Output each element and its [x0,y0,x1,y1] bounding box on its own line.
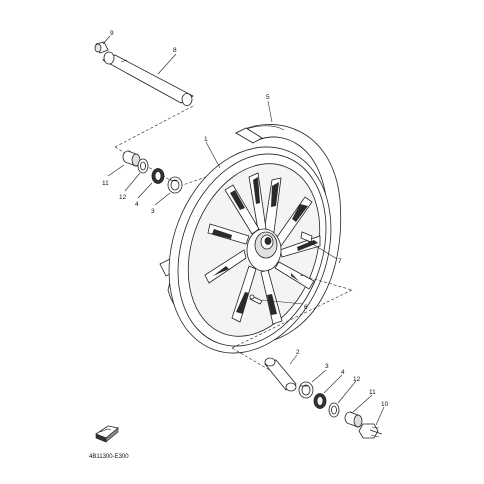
part-axle-bolt[interactable] [358,423,383,439]
callout-11-lower: 11 [369,389,376,396]
part-spacer-lower[interactable] [264,357,297,392]
part-bearing-right[interactable] [298,381,314,399]
figure-code: 4B11300-E300 [89,454,129,460]
part-seal-right[interactable] [313,393,327,409]
part-spacer-left[interactable] [137,158,149,174]
callout-4-lower: 4 [341,369,345,376]
part-ring-right[interactable] [328,402,340,418]
callout-11-upper: 11 [102,180,109,187]
part-cap[interactable] [94,41,109,54]
part-hub-detail[interactable] [300,231,313,243]
callout-3-upper: 3 [151,208,155,215]
callout-7: 7 [338,258,342,265]
callouts: 9 8 5 1 11 12 4 3 7 6 2 3 4 12 11 10 [102,30,389,408]
callout-12-lower: 12 [353,376,361,383]
callout-5: 5 [266,94,270,101]
callout-8: 8 [173,47,177,54]
front-arrow-icon [95,425,119,443]
part-seal-left[interactable] [151,168,165,184]
part-tire-valve[interactable] [249,294,263,305]
callout-10: 10 [381,401,389,408]
part-cast-wheel[interactable] [141,124,358,376]
part-bearing-left[interactable] [167,176,183,194]
leader-lines [102,35,385,426]
callout-3-lower: 3 [325,363,329,370]
part-collar-right[interactable] [344,411,363,428]
callout-9: 9 [110,30,114,37]
callout-2: 2 [296,349,300,356]
callout-12-upper: 12 [119,194,127,201]
part-collar-left[interactable] [122,150,141,167]
part-front-axle[interactable] [102,51,194,106]
callout-6: 6 [304,304,308,311]
callout-4-upper: 4 [135,201,139,208]
callout-1: 1 [204,136,208,143]
